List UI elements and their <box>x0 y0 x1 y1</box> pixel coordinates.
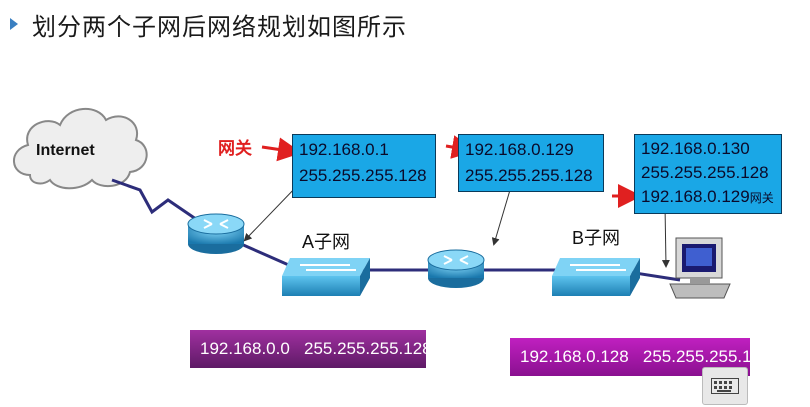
netB-mask: 255.255.255.128 <box>642 347 771 366</box>
router-1-icon <box>187 213 245 254</box>
pointer-box2 <box>491 189 511 246</box>
box3-mask: 255.255.255.128 <box>641 163 769 182</box>
red-arrow-1 <box>261 137 302 162</box>
wan-link <box>111 178 213 232</box>
internet-label: Internet <box>36 142 95 159</box>
pc-icon <box>669 237 731 299</box>
box3-gateway-tag: 网关 <box>749 191 774 205</box>
switch-a-icon <box>282 258 370 296</box>
subnet-a-bar: 192.168.0.0 255.255.255.128 <box>190 330 432 368</box>
subnet-b-label: B子网 <box>572 228 621 248</box>
box3-gateway: 192.168.0.129 <box>641 187 750 206</box>
box1-ip: 192.168.0.1 <box>299 140 389 159</box>
netA-mask: 255.255.255.128 <box>303 339 432 358</box>
pointer-box3 <box>661 204 670 268</box>
netB-address: 192.168.0.128 <box>520 347 629 366</box>
pointer-box1 <box>243 184 299 242</box>
ip-box-router2: 192.168.0.129 255.255.255.128 <box>458 134 604 192</box>
ip-box-pc: 192.168.0.130 255.255.255.128 192.168.0.… <box>634 134 782 214</box>
ip-box-router1: 192.168.0.1 255.255.255.128 <box>292 134 436 198</box>
internet-cloud-icon <box>13 107 148 190</box>
keyboard-glyph-icon <box>711 378 739 394</box>
box2-mask: 255.255.255.128 <box>465 166 593 185</box>
slide-title: 划分两个子网后网络规划如图所示 <box>32 12 407 41</box>
subnet-a-label: A子网 <box>302 232 351 252</box>
netA-address: 192.168.0.0 <box>200 339 290 358</box>
box1-mask: 255.255.255.128 <box>299 166 427 185</box>
slide-title-row: 划分两个子网后网络规划如图所示 <box>10 6 407 42</box>
bullet-arrow-icon <box>10 18 18 30</box>
switch-b-icon <box>552 258 640 296</box>
box3-gateway-row: 192.168.0.129网关 <box>641 185 775 210</box>
box3-ip: 192.168.0.130 <box>641 139 750 158</box>
gateway-label: 网关 <box>218 139 252 159</box>
router-2-icon <box>427 249 485 288</box>
box2-ip: 192.168.0.129 <box>465 140 574 159</box>
keyboard-icon[interactable] <box>702 367 748 405</box>
